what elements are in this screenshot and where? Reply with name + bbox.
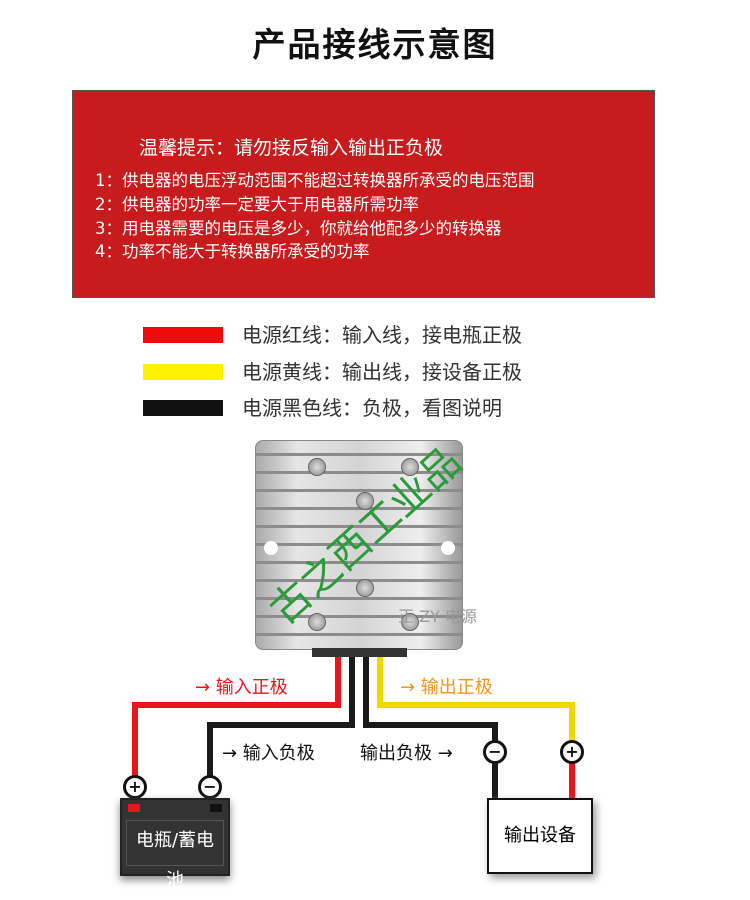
yellow-output-wire <box>377 657 575 745</box>
output-negative-label: 输出负极 → <box>360 743 453 764</box>
legend-yellow-text: 电源黄线：输出线，接设备正极 <box>242 360 522 384</box>
battery-plus-icon: + <box>123 775 147 799</box>
tip-item: 2：供电器的功率一定要大于用电器所需功率 <box>95 195 419 214</box>
output-device-label: 输出设备 <box>504 825 576 846</box>
tip-item: 1：供电器的电压浮动范围不能超过转换器所承受的电压范围 <box>95 171 535 190</box>
output-positive-label: → 输出正极 <box>400 677 493 698</box>
legend-yellow-swatch <box>143 364 223 380</box>
output-device: 输出设备 <box>487 798 593 874</box>
device-plus-icon: + <box>560 740 584 764</box>
battery: 电瓶/蓄电池 <box>120 798 230 891</box>
device-minus-icon: − <box>483 740 507 764</box>
input-positive-label: → 输入正极 <box>195 677 288 698</box>
black-output-wire <box>363 657 498 745</box>
battery-label: 电瓶/蓄电池 <box>126 820 224 891</box>
input-negative-label: → 输入负极 <box>222 743 315 764</box>
page-title: 产品接线示意图 <box>252 25 498 64</box>
logo-watermark: 正 ZY 电源 <box>398 607 477 626</box>
red-input-wire <box>132 657 341 780</box>
tip-item: 4：功率不能大于转换器所承受的功率 <box>95 242 370 261</box>
legend-black-text: 电源黑色线：负极，看图说明 <box>242 396 502 420</box>
legend-red-text: 电源红线：输入线，接电瓶正极 <box>242 323 522 347</box>
tip-item: 3：用电器需要的电压是多少，你就给他配多少的转换器 <box>95 219 502 238</box>
converter-device <box>255 440 463 650</box>
black-input-wire <box>207 657 355 780</box>
wire-connector <box>312 648 407 657</box>
tips-box: 温馨提示：请勿接反输入输出正负极 1：供电器的电压浮动范围不能超过转换器所承受的… <box>72 90 655 298</box>
legend-red-swatch <box>143 327 223 343</box>
battery-minus-icon: − <box>198 775 222 799</box>
tips-heading: 温馨提示：请勿接反输入输出正负极 <box>139 137 444 159</box>
legend-black-swatch <box>143 400 223 416</box>
